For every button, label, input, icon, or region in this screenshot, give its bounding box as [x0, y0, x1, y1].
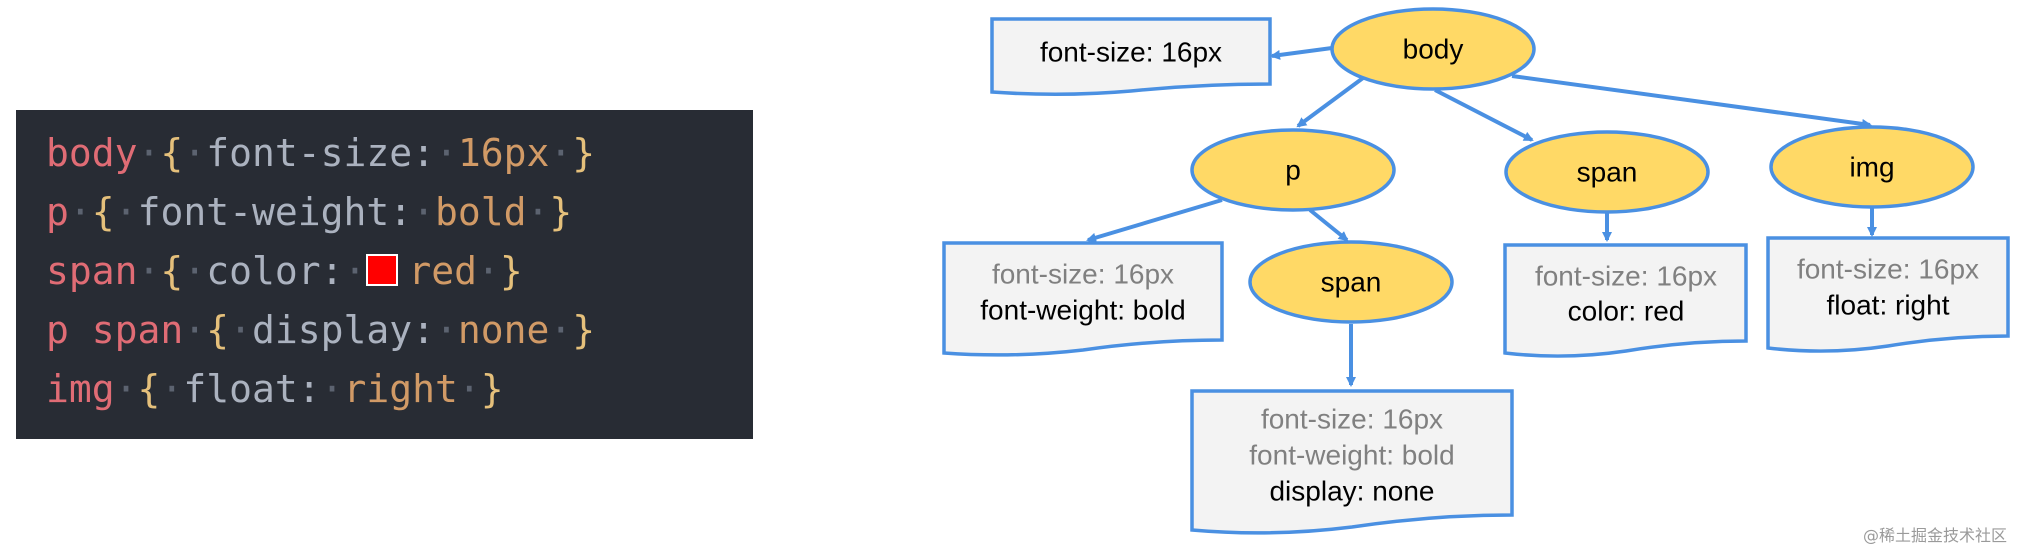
- node-span: [1504, 130, 1710, 214]
- code-property: font-weight: [137, 190, 390, 234]
- style-box-p: [942, 241, 1224, 357]
- style-text-p-2: font-weight: bold: [980, 295, 1185, 326]
- edge-body-to-style: [1270, 46, 1333, 60]
- code-selector: body: [46, 131, 138, 175]
- code-value: none: [457, 308, 550, 352]
- code-selector: img: [46, 367, 115, 411]
- code-property: float: [183, 367, 298, 411]
- node-img: [1769, 125, 1975, 209]
- code-value: bold: [435, 190, 527, 234]
- code-line-p-span: p span·{·display:·none·}: [46, 308, 596, 352]
- style-box-span-child: [1190, 389, 1514, 535]
- code-line-img: img·{·float:·right·}: [46, 367, 504, 411]
- code-selector: p: [46, 190, 69, 234]
- node-body: [1330, 7, 1536, 91]
- code-value: red: [408, 249, 477, 293]
- code-selector: span: [46, 249, 138, 293]
- node-label-span-child: span: [1321, 267, 1382, 298]
- edge-p-to-span: [1308, 208, 1349, 242]
- edge-body-to-span: [1434, 88, 1534, 142]
- node-label-span: span: [1577, 157, 1638, 188]
- edge-body-to-p: [1296, 76, 1365, 128]
- edge-body-to-img: [1511, 74, 1872, 129]
- node-span-child: [1248, 240, 1454, 324]
- code-value: right: [343, 367, 458, 411]
- style-text-p-1: font-size: 16px: [992, 259, 1174, 290]
- node-label-img: img: [1849, 152, 1894, 183]
- code-line-span: span·{·color:·red·}: [46, 249, 523, 293]
- code-property: display: [251, 308, 413, 352]
- edge-p-to-style: [1086, 198, 1223, 243]
- style-text-body-1: font-size: 16px: [1040, 37, 1222, 68]
- code-property: font-size: [206, 131, 413, 175]
- css-code-panel: body·{·font-size:·16px·} p·{·font-weight…: [16, 110, 753, 439]
- style-text-img-1: font-size: 16px: [1797, 254, 1979, 285]
- node-label-body: body: [1403, 34, 1464, 65]
- style-text-span-child-2: font-weight: bold: [1249, 440, 1454, 471]
- style-text-span-child-3: display: none: [1269, 476, 1434, 507]
- node-p: [1190, 128, 1396, 212]
- code-value: 16px: [457, 131, 550, 175]
- code-selector: p span: [46, 308, 184, 352]
- color-swatch-icon: [366, 254, 399, 286]
- code-line-body: body·{·font-size:·16px·}: [46, 131, 596, 175]
- code-line-p: p·{·font-weight:·bold·}: [46, 190, 573, 234]
- code-property: color: [206, 249, 321, 293]
- style-text-img-2: float: right: [1827, 290, 1950, 321]
- style-box-span: [1503, 243, 1748, 358]
- watermark: @稀土掘金技术社区: [1862, 526, 2007, 545]
- node-label-p: p: [1285, 155, 1301, 186]
- style-box-img: [1766, 236, 2010, 353]
- style-text-span-2: color: red: [1568, 296, 1685, 327]
- style-text-span-child-1: font-size: 16px: [1261, 404, 1443, 435]
- style-text-span-1: font-size: 16px: [1535, 261, 1717, 292]
- style-box-body: [990, 17, 1272, 97]
